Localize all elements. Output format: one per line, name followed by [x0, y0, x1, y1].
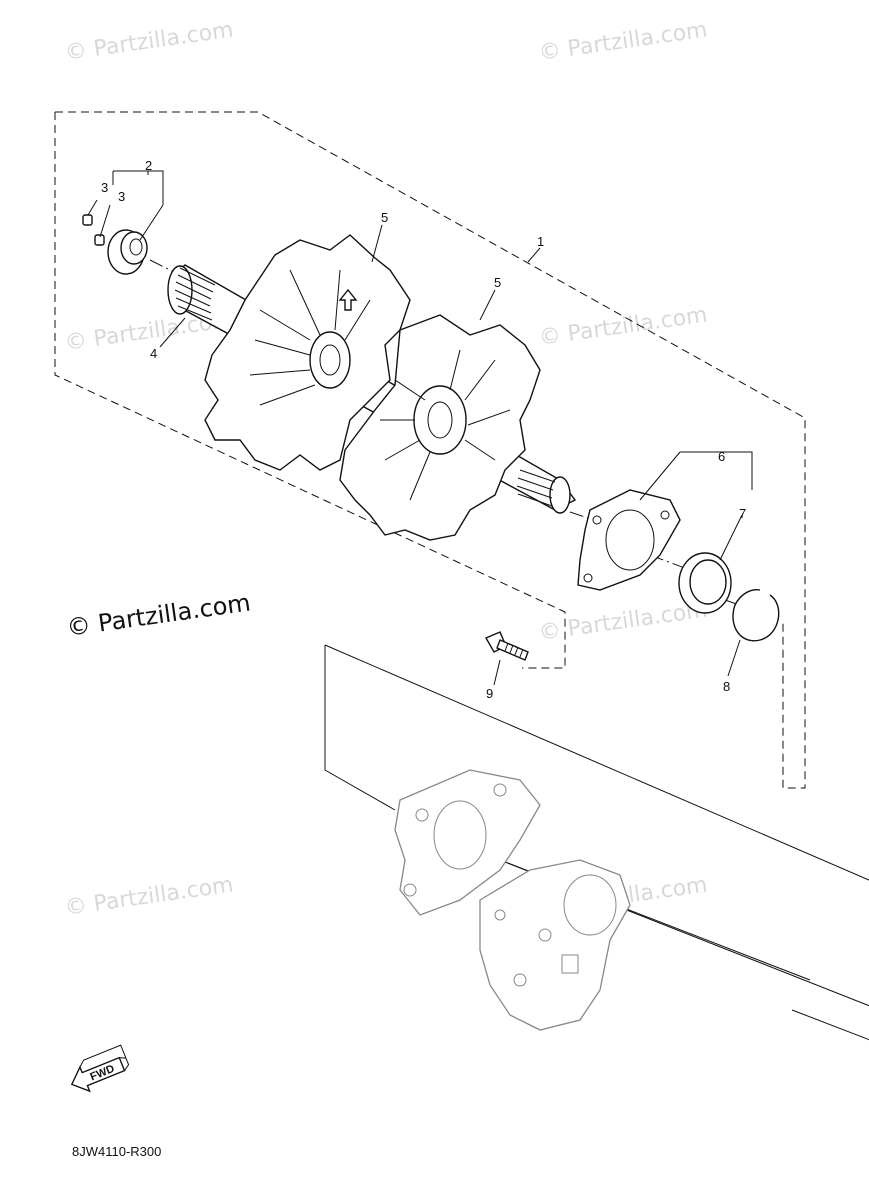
- caliper-bolt: [513, 973, 527, 987]
- bearing-inner: [689, 559, 727, 605]
- pin-shape: [82, 214, 93, 226]
- callout-3: 3: [101, 180, 108, 195]
- bearing-part-7: [678, 552, 732, 614]
- bracket-bore: [433, 800, 487, 870]
- watermark: © Partzilla.com: [537, 18, 709, 66]
- callout-2: 2: [145, 158, 152, 173]
- sprocket-part-5-left: [204, 234, 411, 471]
- housing-bore: [605, 509, 655, 571]
- caliper-bolt: [538, 928, 552, 942]
- callout-4: 4: [150, 346, 157, 361]
- caliper-bolt: [494, 909, 506, 921]
- sprocket-part-5-right: [339, 314, 541, 541]
- sprocket-bore: [427, 401, 453, 439]
- bolt-hole: [592, 515, 602, 525]
- callout-5: 5: [381, 210, 388, 225]
- circlip-part-8: [732, 588, 780, 642]
- bearing-housing-part-6: [577, 489, 681, 591]
- sprocket-bore: [319, 344, 341, 376]
- watermark: © Partzilla.com: [537, 598, 709, 646]
- callout-5: 5: [494, 275, 501, 290]
- shaft-splines: [174, 267, 216, 321]
- pin-part-3: [82, 214, 105, 246]
- bearing-part-2: [107, 229, 148, 275]
- shaft-spline-end: [549, 476, 571, 514]
- callout-6: 6: [718, 449, 725, 464]
- brake-caliper-reference: [394, 769, 631, 1031]
- sprocket-hub: [413, 385, 467, 455]
- forward-arrow-icon: FWD: [70, 1044, 130, 1093]
- caliper-body: [479, 859, 631, 1031]
- forward-arrow-shape: [70, 1056, 126, 1093]
- callout-8: 8: [723, 679, 730, 694]
- bearing-inner: [120, 231, 148, 265]
- circlip-ring: [732, 588, 780, 642]
- bolt-hole: [583, 573, 593, 583]
- leader-lines: [87, 170, 753, 686]
- shaft-splines: [516, 469, 556, 507]
- diagram-code: 8JW4110-R300: [72, 1144, 161, 1159]
- bolt-shank: [496, 639, 529, 661]
- sprocket-ribs: [380, 349, 511, 501]
- watermark: © Partzilla.com: [63, 18, 235, 66]
- sprocket-arrow: [338, 288, 358, 311]
- sprocket-hub: [309, 331, 351, 389]
- bearing-bore: [129, 238, 143, 256]
- housing-plate: [577, 489, 681, 591]
- caliper-piston: [563, 874, 617, 936]
- bracket-hole: [493, 783, 507, 797]
- sprocket-ribs: [249, 269, 371, 406]
- callout-7: 7: [739, 506, 746, 521]
- bracket-hole: [415, 808, 429, 822]
- reference-frame: [324, 644, 869, 1041]
- bolt-hole: [660, 510, 670, 520]
- bolt-thread: [504, 642, 524, 658]
- pin-shape: [94, 234, 105, 246]
- caliper-bracket: [394, 769, 541, 916]
- callout-1: 1: [537, 234, 544, 249]
- bracket-hole: [403, 883, 417, 897]
- assembly-boundary: [54, 111, 806, 789]
- caliper-label: [561, 954, 579, 974]
- sprocket-body: [204, 234, 411, 471]
- watermark-dark: © Partzilla.com: [65, 588, 252, 642]
- bolt-part-9: [485, 631, 529, 661]
- watermark: © Partzilla.com: [537, 303, 709, 351]
- callout-3: 3: [118, 189, 125, 204]
- watermark: © Partzilla.com: [63, 873, 235, 921]
- forward-arrow-depth: [79, 1044, 130, 1071]
- callout-9: 9: [486, 686, 493, 701]
